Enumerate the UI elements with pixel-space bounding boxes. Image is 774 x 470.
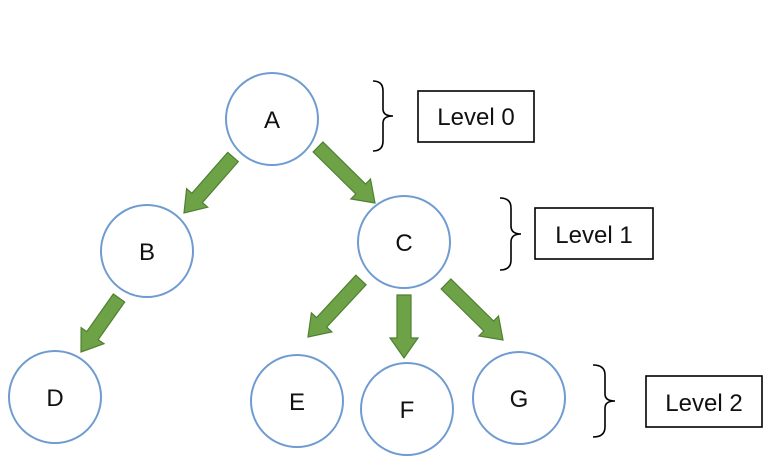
level-0-box [417,90,535,143]
level-0-annotation: Level 0 [372,80,535,152]
arrow-c-to-g [440,278,504,341]
node-g: G [472,351,566,445]
node-d-label: D [46,385,63,412]
arrow-c-to-e [307,274,367,338]
node-f-label: F [400,397,415,424]
level-2-label: Level 2 [665,390,742,417]
level-1-label: Level 1 [555,222,632,249]
arrow-b-to-d [80,293,126,353]
level-0-label: Level 0 [437,104,514,131]
level-1-annotation: Level 1 [499,197,654,271]
level-0-brace [372,80,394,152]
level-2-brace [592,364,616,438]
level-2-box [645,375,763,428]
node-b-label: B [139,239,155,266]
level-1-box [534,207,654,260]
node-e-label: E [289,389,305,416]
level-1-brace [499,197,522,271]
arrow-a-to-b [183,151,240,214]
node-f: F [360,362,454,456]
node-c-label: C [395,230,412,257]
node-c: C [357,195,451,289]
node-g-label: G [510,386,529,413]
node-d: D [8,350,102,444]
arrow-a-to-c [312,141,376,204]
node-a-label: A [264,107,280,134]
node-a: A [225,72,319,166]
level-2-annotation: Level 2 [592,364,763,438]
node-b: B [100,204,194,298]
arrow-c-to-f [388,294,420,360]
node-e: E [250,354,344,448]
edge-arrows [80,141,504,360]
